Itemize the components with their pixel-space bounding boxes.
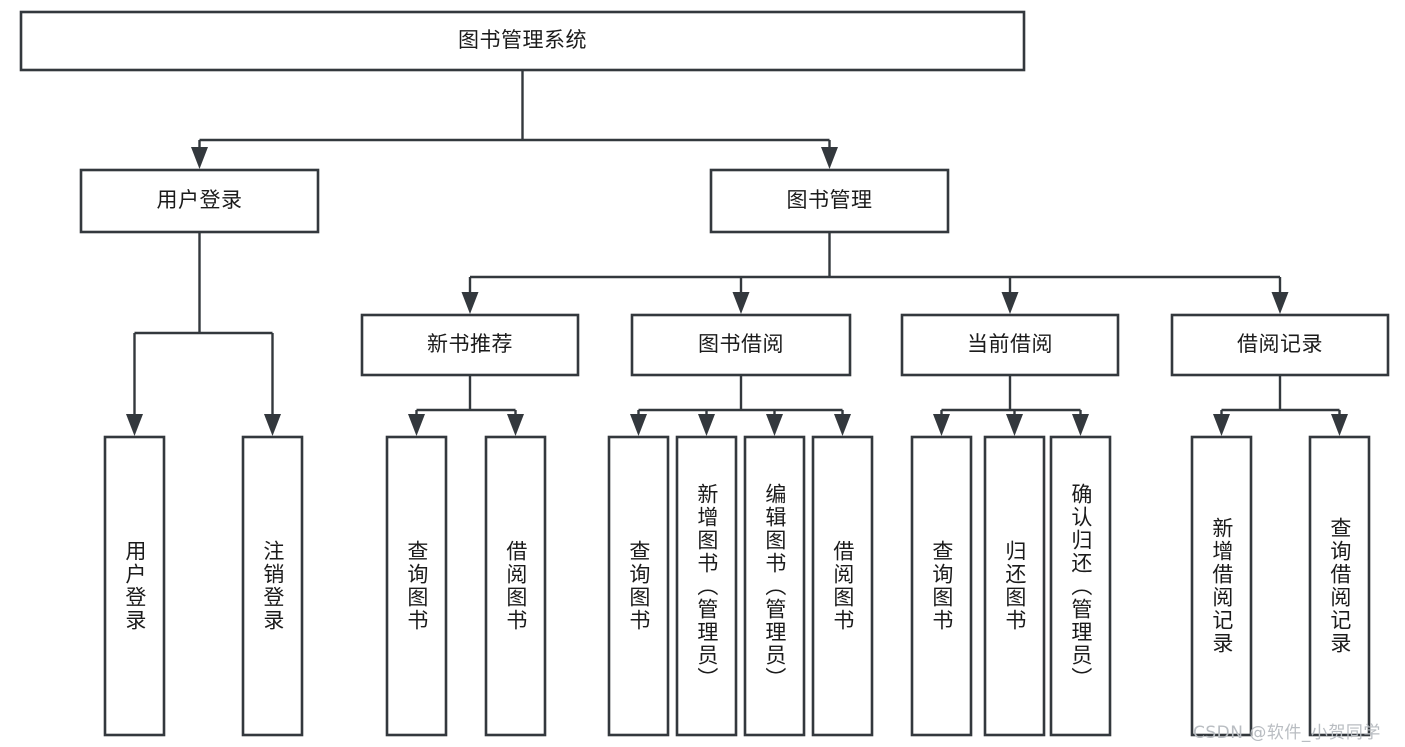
leaf-leaf-borrow-book-rec bbox=[484, 435, 547, 737]
node-current-borrow bbox=[900, 313, 1120, 377]
arrow-root-to-book-manage bbox=[821, 147, 838, 169]
arrow-user-login-to-leaf-user-login bbox=[126, 414, 143, 436]
leaf-leaf-user-login bbox=[103, 435, 166, 737]
arrow-current-borrow-to-leaf-return-book bbox=[1006, 414, 1023, 436]
node-new-book-rec bbox=[360, 313, 580, 377]
arrow-bookmanage-to-current-borrow bbox=[1001, 292, 1019, 314]
leaf-leaf-return-book bbox=[983, 435, 1046, 737]
node-borrow-record bbox=[1170, 313, 1390, 377]
arrow-book-borrow-to-leaf-add-book-admin bbox=[698, 414, 715, 436]
arrow-current-borrow-to-leaf-query-book-cur bbox=[933, 414, 950, 436]
node-user-login bbox=[79, 168, 320, 234]
leaf-leaf-query-book-cur bbox=[910, 435, 973, 737]
leaf-leaf-query-borrow-record bbox=[1308, 435, 1371, 737]
arrow-new-book-rec-to-leaf-borrow-book-rec bbox=[507, 414, 524, 436]
arrow-bookmanage-to-new-book-rec bbox=[461, 292, 479, 314]
leaf-leaf-user-logout bbox=[241, 435, 304, 737]
leaf-leaf-query-book-borrow bbox=[607, 435, 670, 737]
leaf-leaf-edit-book-admin bbox=[743, 435, 806, 737]
leaf-leaf-query-book-rec bbox=[385, 435, 448, 737]
leaf-leaf-add-borrow-record bbox=[1190, 435, 1253, 737]
arrow-bookmanage-to-book-borrow bbox=[732, 292, 750, 314]
node-root bbox=[19, 10, 1026, 72]
arrow-borrow-record-to-leaf-query-borrow-record bbox=[1331, 414, 1348, 436]
arrow-book-borrow-to-leaf-query-book-borrow bbox=[630, 414, 647, 436]
arrow-current-borrow-to-leaf-confirm-return-admin bbox=[1072, 414, 1089, 436]
leaf-leaf-borrow-book bbox=[811, 435, 874, 737]
node-book-borrow bbox=[630, 313, 852, 377]
arrow-new-book-rec-to-leaf-query-book-rec bbox=[408, 414, 425, 436]
node-book-manage bbox=[709, 168, 950, 234]
arrow-book-borrow-to-leaf-edit-book-admin bbox=[766, 414, 783, 436]
arrow-book-borrow-to-leaf-borrow-book bbox=[834, 414, 851, 436]
arrow-borrow-record-to-leaf-add-borrow-record bbox=[1213, 414, 1230, 436]
arrow-bookmanage-to-borrow-record bbox=[1271, 292, 1289, 314]
leaf-leaf-confirm-return-admin bbox=[1049, 435, 1112, 737]
arrow-user-login-to-leaf-user-logout bbox=[264, 414, 281, 436]
leaf-leaf-add-book-admin bbox=[675, 435, 738, 737]
arrow-root-to-user-login bbox=[191, 147, 208, 169]
